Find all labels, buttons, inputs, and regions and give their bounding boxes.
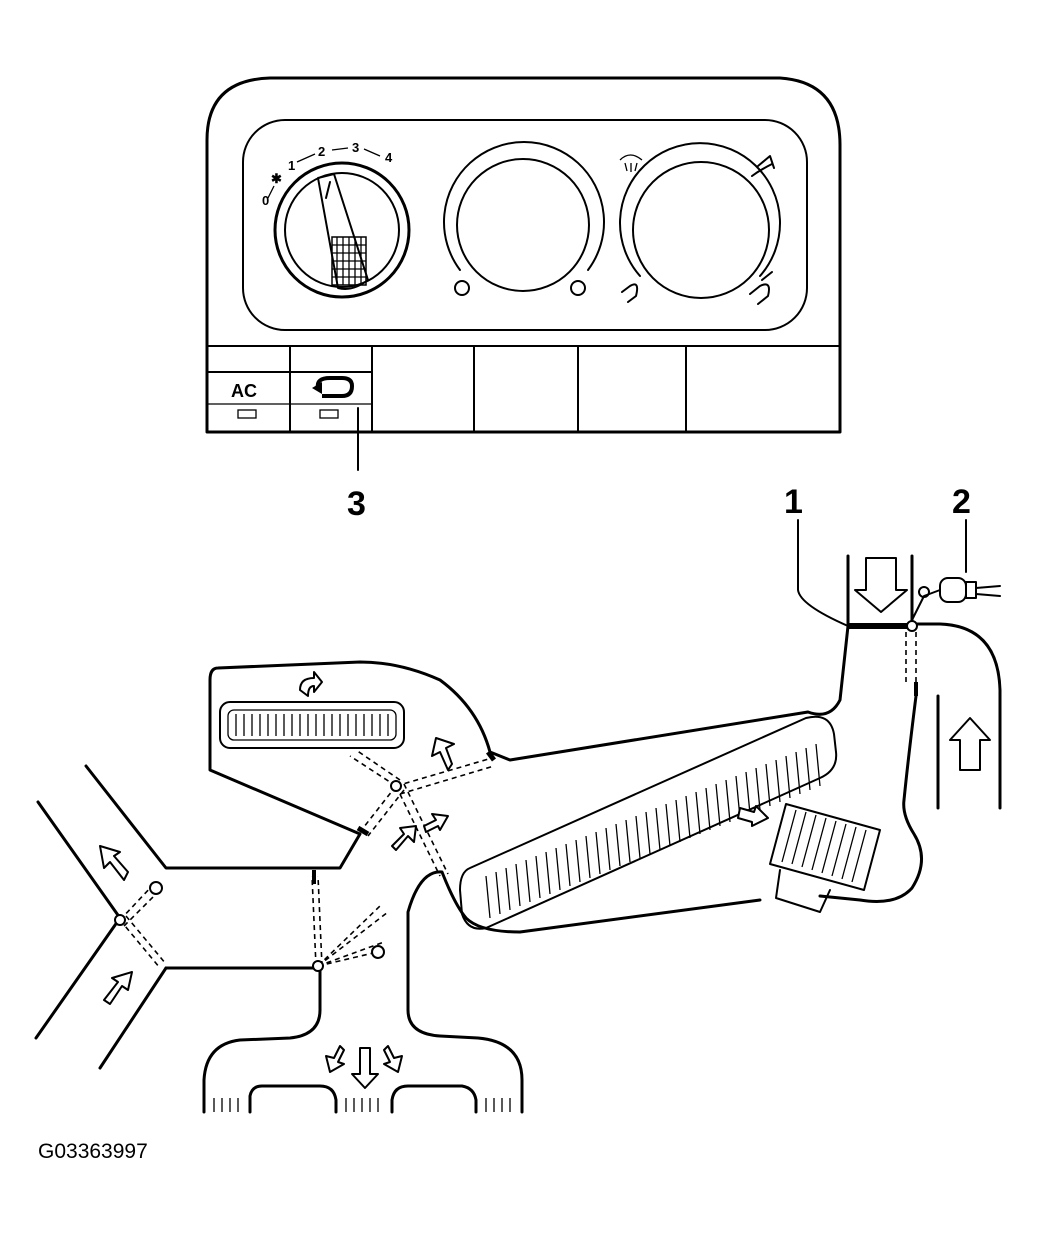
- airflow-arrow-floor-left: [325, 1045, 345, 1073]
- airflow-arrow-center: [423, 813, 449, 833]
- defrost-icon: [619, 154, 643, 172]
- dial-recess: [242, 119, 808, 331]
- airflow-arrow-floor-center: [351, 1047, 379, 1089]
- dial-scale-2: 2: [318, 144, 325, 159]
- dashboard-vent: [219, 671, 405, 749]
- callout-1: 1: [784, 483, 803, 521]
- fan-speed-dial[interactable]: 0 ✱ 1 2 3 4: [262, 140, 411, 299]
- airflow-arrow-center-lower: [391, 825, 417, 851]
- recirculation-indicator-led: [319, 409, 339, 419]
- evaporator-core: [769, 803, 881, 913]
- dial-scale-4: 4: [385, 150, 393, 165]
- callout-3: 3: [347, 485, 366, 523]
- hot-indicator: [570, 280, 586, 296]
- ac-button-label: AC: [231, 381, 257, 401]
- footwell-icon: [621, 283, 639, 303]
- callout-2: 2: [952, 483, 971, 521]
- figure-id: G03363997: [38, 1140, 148, 1163]
- dial-scale-3: 3: [352, 140, 359, 155]
- fan-icon: ✱: [271, 171, 282, 186]
- face-vent-icon: [751, 155, 775, 177]
- recirculation-icon: [312, 382, 322, 394]
- dial-grip-grid: [331, 236, 367, 286]
- dial-scale-1: 1: [288, 158, 295, 173]
- flap-actuator: [911, 577, 1001, 621]
- floor-vent-grilles: [213, 1098, 511, 1112]
- heater-control-panel: 0 ✱ 1 2 3 4: [205, 76, 842, 471]
- recirculated-air-arrow: [949, 717, 991, 771]
- fresh-air-intake: [797, 519, 1002, 810]
- air-duct-system: [34, 519, 1002, 1114]
- dial-scale-0: 0: [262, 193, 269, 208]
- ac-indicator-led: [237, 409, 257, 419]
- temperature-dial[interactable]: [443, 141, 605, 296]
- floor-defrost-icon: [749, 271, 773, 305]
- recirculation-button[interactable]: [312, 376, 355, 419]
- airflow-arrow-floor-right: [383, 1045, 403, 1073]
- airflow-arrows: [99, 737, 769, 1089]
- air-distribution-dial[interactable]: [619, 142, 781, 305]
- fresh-air-arrow: [854, 557, 908, 613]
- heater-core: [459, 715, 838, 930]
- airflow-arrow-evaporator: [737, 805, 769, 827]
- dashboard-vent-arrow: [299, 671, 323, 697]
- airflow-arrow-side-upper: [99, 845, 129, 881]
- cold-indicator: [454, 280, 470, 296]
- airflow-arrow-side-lower: [103, 971, 133, 1005]
- airflow-arrow-defrost: [431, 737, 455, 771]
- air-flaps: [114, 749, 496, 972]
- button-row: [206, 345, 687, 433]
- ac-button[interactable]: AC: [231, 381, 257, 419]
